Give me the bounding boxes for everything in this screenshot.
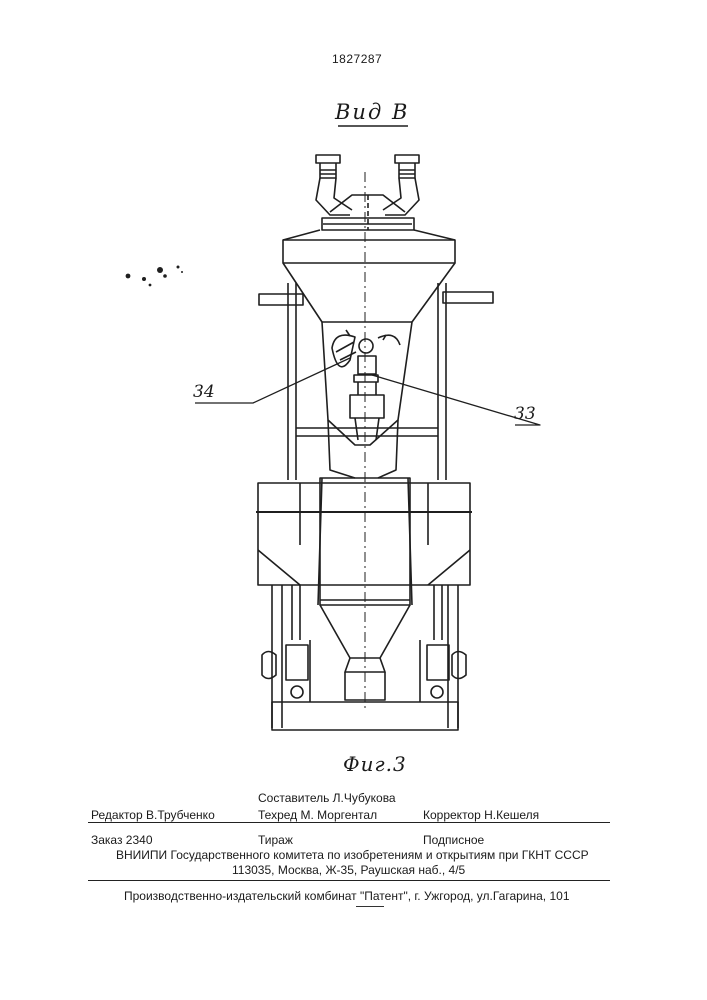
side-beams (259, 292, 493, 305)
callout-34: 34 (193, 382, 215, 402)
editor-credit: Редактор В.Трубченко (91, 808, 215, 822)
print-run: Тираж (258, 833, 293, 847)
compiler-credit: Составитель Л.Чубукова (258, 791, 396, 805)
corrector-credit: Корректор Н.Кешеля (423, 808, 539, 822)
publisher: Производственно-издательский комбинат "П… (124, 889, 570, 903)
figure-caption: Фиг.3 (343, 752, 407, 776)
left-exhaust-nozzle (316, 155, 352, 215)
right-actuator (427, 585, 466, 698)
callout-33: 33 (514, 404, 536, 424)
subscription: Подписное (423, 833, 484, 847)
lower-chamber (256, 483, 472, 585)
techred-credit: Техред М. Моргентал (258, 808, 377, 822)
colophon-rule-bottom (88, 880, 610, 881)
right-exhaust-nozzle (383, 155, 419, 215)
feeder-mechanism (332, 330, 400, 440)
left-actuator (262, 585, 308, 698)
colophon-rule-top (88, 822, 610, 823)
order-number: Заказ 2340 (91, 833, 153, 847)
upper-hopper (283, 230, 455, 322)
top-cap (322, 195, 414, 230)
institute: ВНИИПИ Государственного комитета по изоб… (116, 848, 589, 862)
publisher-underline (356, 906, 384, 907)
scan-specks (126, 266, 183, 287)
institute-address: 113035, Москва, Ж-35, Раушская наб., 4/5 (232, 863, 465, 877)
